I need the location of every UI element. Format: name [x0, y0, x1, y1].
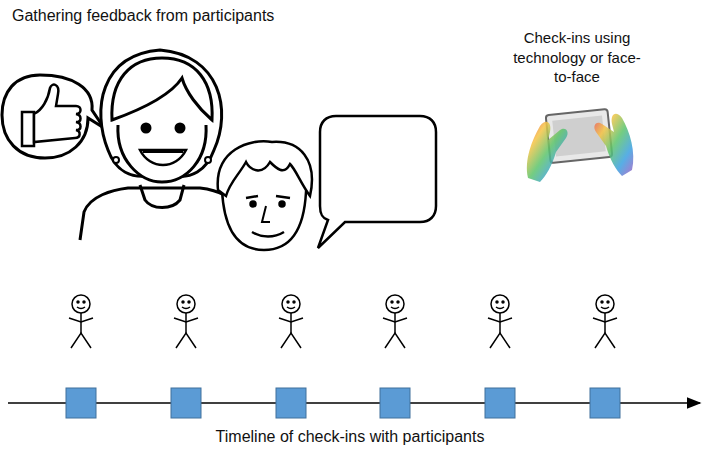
check-in-marker [590, 388, 620, 418]
check-in-marker [171, 388, 201, 418]
stick-figure [279, 295, 303, 348]
tablet-hands-icon [527, 109, 633, 182]
heading-label: Gathering feedback from participants [12, 6, 312, 27]
boy-head [218, 141, 312, 250]
note-label: Check-ins using technology or face-to-fa… [508, 28, 646, 87]
stick-figure [69, 295, 93, 348]
empty-speech-bubble [318, 116, 436, 248]
check-in-marker [485, 388, 515, 418]
stick-figure [488, 295, 512, 348]
thumbs-up-bubble [2, 75, 104, 158]
timeline-label: Timeline of check-ins with participants [150, 427, 550, 448]
check-in-markers [66, 388, 620, 418]
woman-figure [80, 50, 244, 240]
stick-figure [174, 295, 198, 348]
check-in-marker [276, 388, 306, 418]
check-in-marker [66, 388, 96, 418]
check-in-marker [380, 388, 410, 418]
stick-figure [593, 295, 617, 348]
stick-figures [69, 295, 617, 348]
stick-figure [383, 295, 407, 348]
